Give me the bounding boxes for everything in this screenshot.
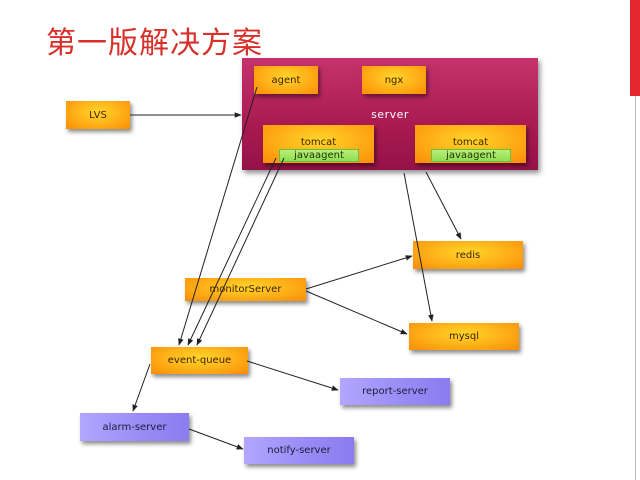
agent-node: agent — [254, 66, 318, 94]
tomcat-label-1: tomcat — [300, 137, 337, 148]
alarm-server-node: alarm-server — [80, 413, 189, 441]
edge-event-queue-alarm — [132, 363, 151, 412]
javaagent-node-1: javaagent — [279, 149, 359, 162]
edge-agent-event-queue — [178, 86, 258, 346]
accent-bar — [630, 0, 640, 96]
slide-title: 第一版解决方案 — [46, 26, 263, 61]
edge-tomcat-mysql — [403, 172, 434, 322]
monitor-server-node: monitorServer — [185, 278, 306, 301]
edge-event-queue-report — [246, 360, 339, 391]
javaagent-node-2: javaagent — [431, 149, 511, 162]
ngx-node: ngx — [362, 66, 426, 94]
notify-server-node: notify-server — [244, 437, 354, 464]
edge-tomcat-event-queue-b — [196, 157, 285, 346]
edge-monitor-redis — [305, 255, 413, 290]
edge-monitor-mysql — [305, 290, 408, 335]
lvs-node: LVS — [66, 101, 130, 129]
redis-node: redis — [413, 241, 523, 269]
accent-divider — [635, 96, 636, 480]
edge-tomcat-redis — [425, 171, 462, 240]
event-queue-node: event-queue — [151, 347, 248, 374]
mysql-node: mysql — [409, 323, 519, 350]
report-server-node: report-server — [340, 378, 450, 405]
tomcat-label-2: tomcat — [452, 137, 489, 148]
edge-tomcat-event-queue-a — [187, 157, 277, 346]
edge-alarm-notify — [188, 428, 244, 450]
server-label: server — [371, 108, 409, 121]
